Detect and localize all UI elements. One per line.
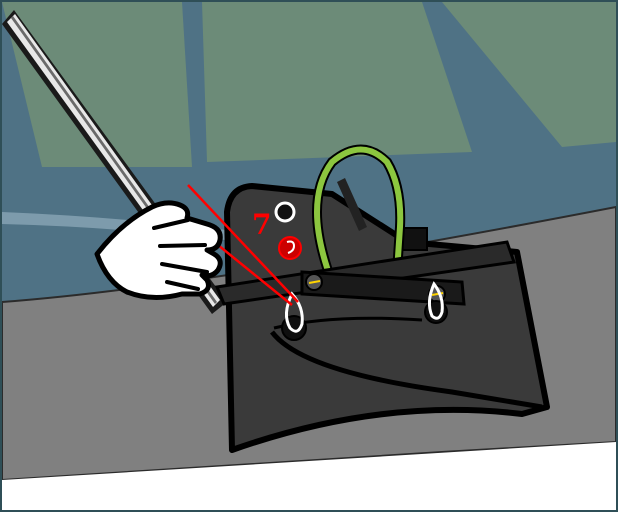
bracket-hole-upper xyxy=(276,203,294,221)
step-number: 7 xyxy=(252,208,271,241)
callout-marker-icon xyxy=(279,237,301,259)
